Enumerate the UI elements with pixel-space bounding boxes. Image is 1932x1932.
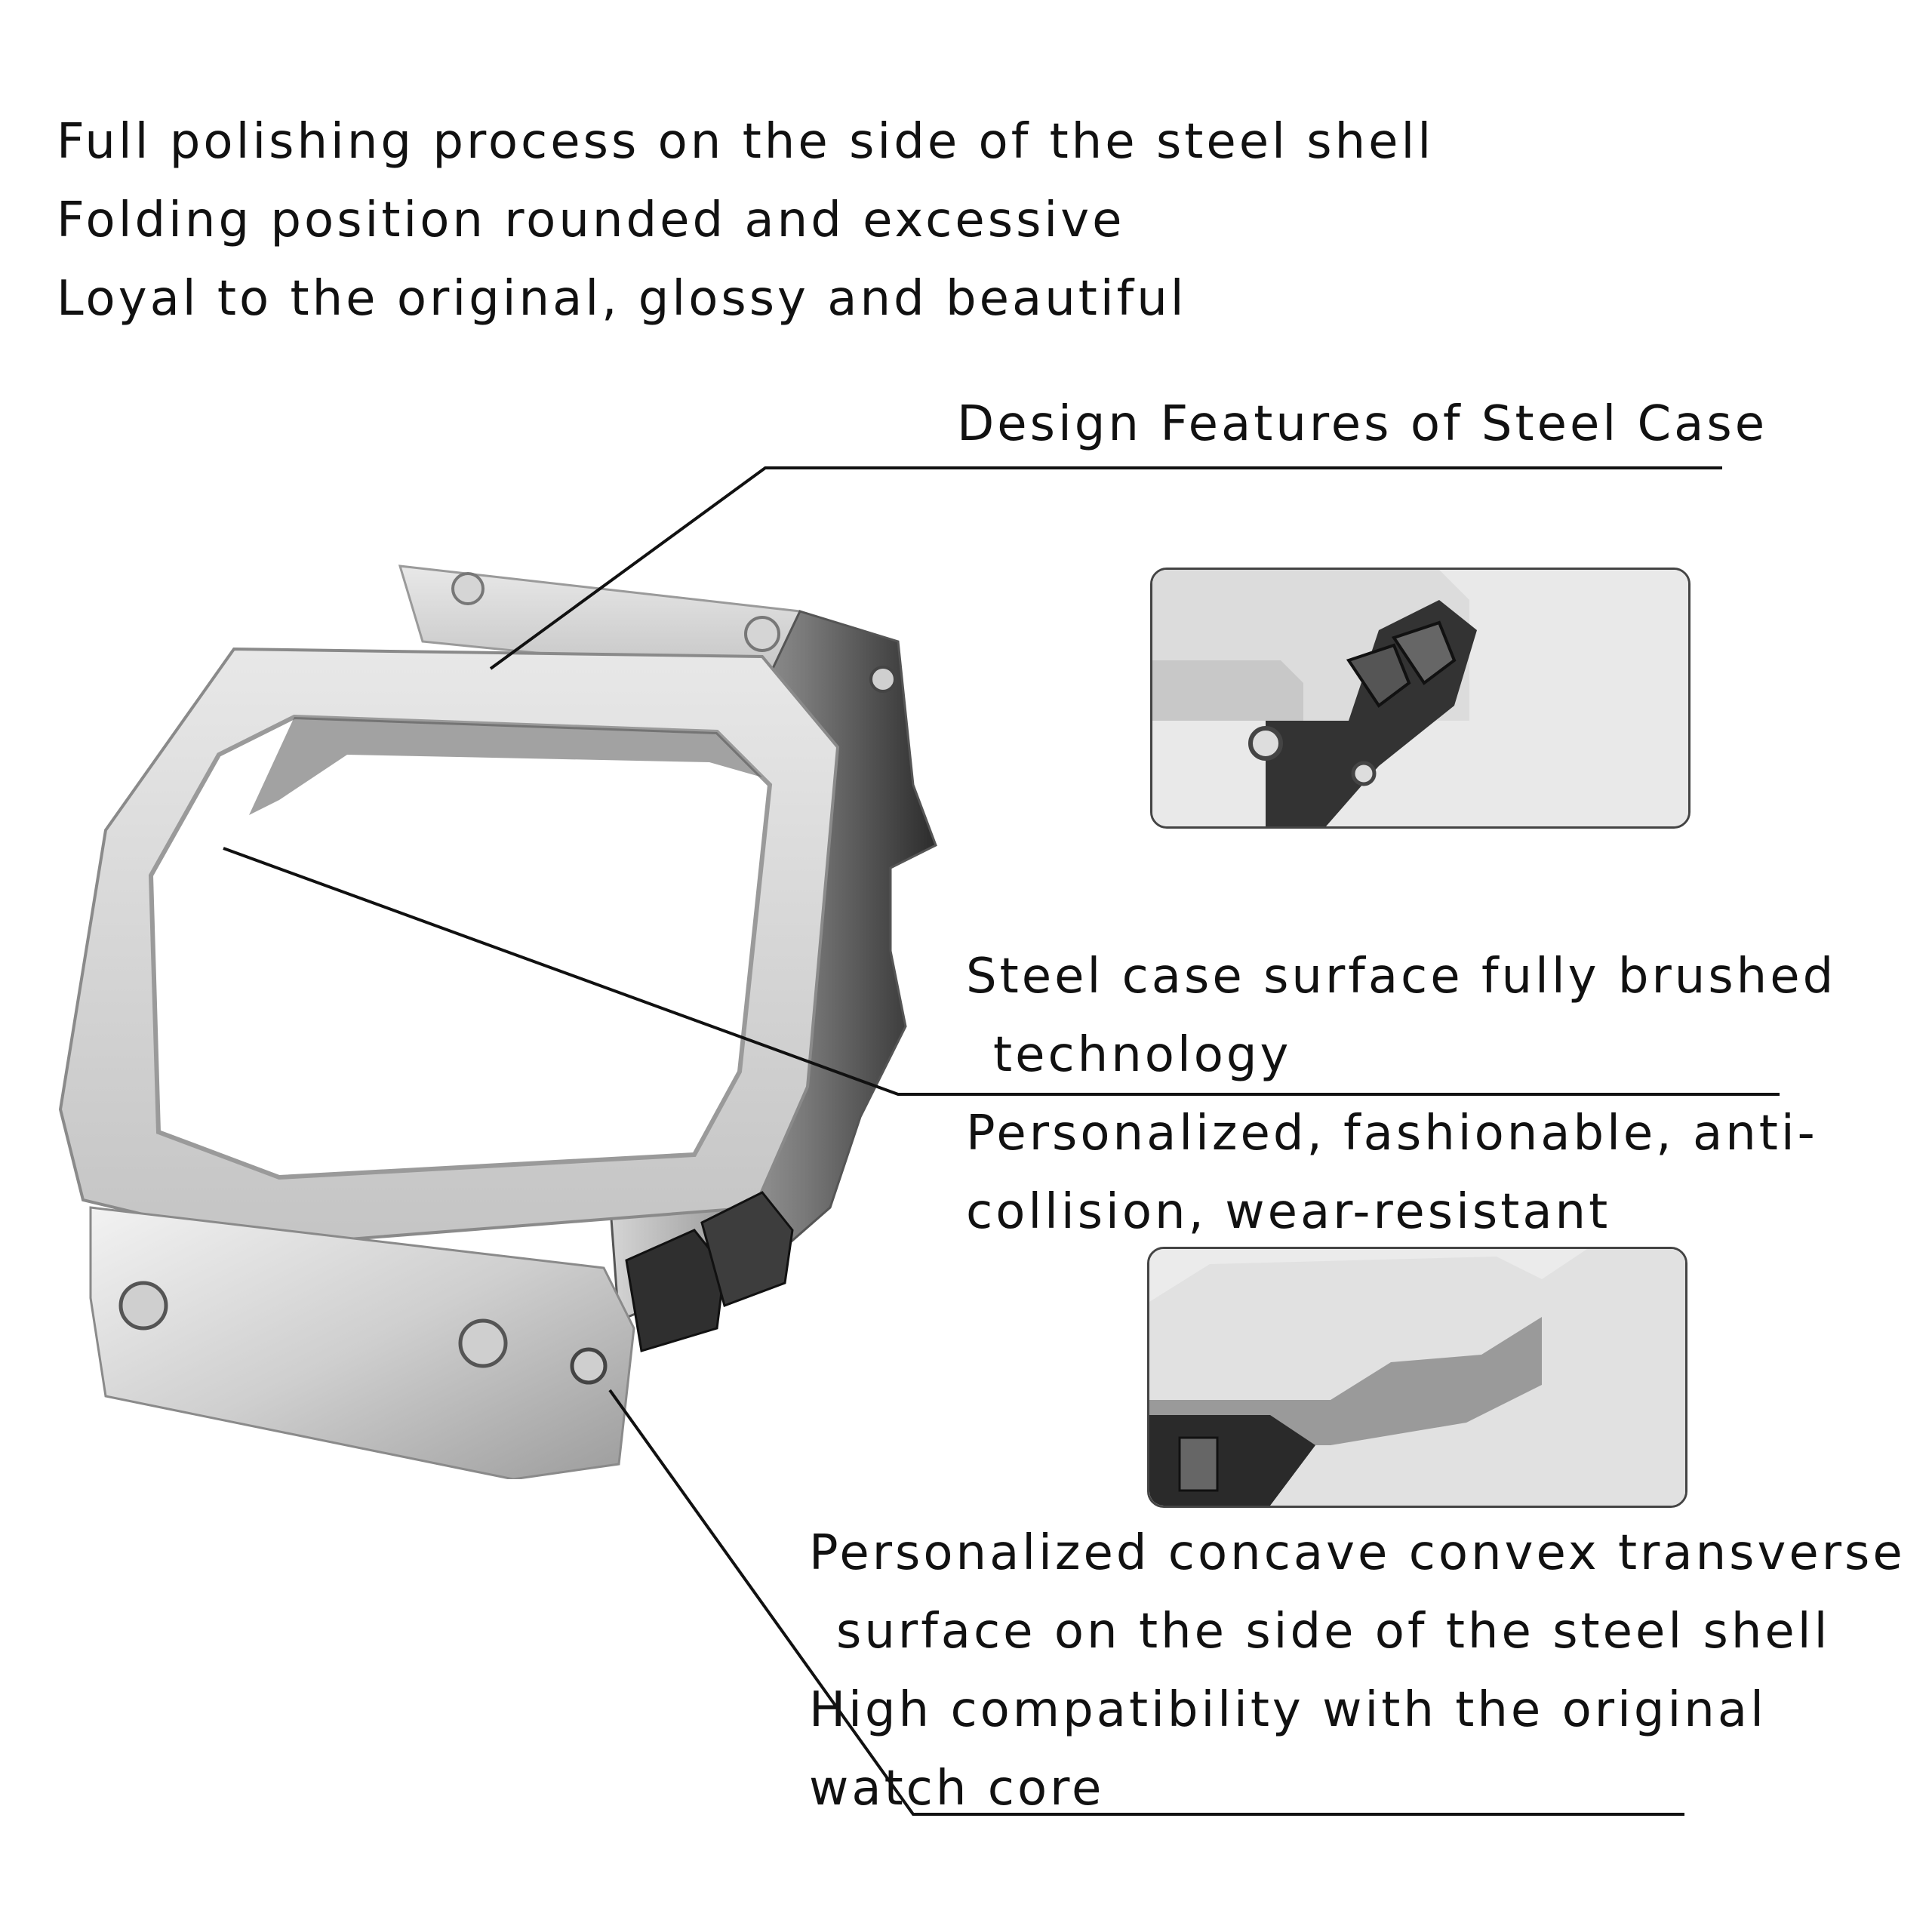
intro-line: Full polishing process on the side of th… xyxy=(57,114,1435,170)
detail-image-side xyxy=(1147,1247,1687,1508)
window-shadow xyxy=(249,717,762,815)
intro-text: Full polishing process on the side of th… xyxy=(57,103,1434,338)
hinge-block xyxy=(700,1191,794,1307)
screw-icon xyxy=(451,572,485,605)
screw-icon xyxy=(458,1318,508,1368)
bottom-lug-plate xyxy=(89,1206,635,1479)
brushed-feature-text: Steel case surface fully brushed technol… xyxy=(966,937,1836,1251)
feature-line: watch core xyxy=(809,1761,1105,1817)
feature-line: technology xyxy=(993,1027,1292,1083)
display-window xyxy=(148,714,773,1180)
feature-line: High compatibility with the original xyxy=(809,1682,1767,1738)
concave-feature-text: Personalized concave convex transverse s… xyxy=(809,1514,1906,1828)
feature-line: collision, wear-resistant xyxy=(966,1184,1611,1240)
feature-line: Personalized concave convex transverse xyxy=(809,1525,1906,1581)
screw-icon xyxy=(869,666,897,693)
design-features-heading: Design Features of Steel Case xyxy=(957,396,1768,452)
feature-line: surface on the side of the steel shell xyxy=(836,1604,1831,1660)
hinge-block xyxy=(625,1229,726,1352)
feature-line: Steel case surface fully brushed xyxy=(966,949,1837,1004)
detail-image-corner xyxy=(1150,568,1690,829)
screw-icon xyxy=(570,1347,608,1385)
screw-icon xyxy=(118,1281,168,1331)
steel-case-image xyxy=(58,565,937,1479)
intro-line: Folding position rounded and excessive xyxy=(57,192,1125,248)
intro-line: Loyal to the original, glossy and beauti… xyxy=(57,271,1187,327)
feature-line: Personalized, fashionable, anti- xyxy=(966,1106,1818,1161)
screw-icon xyxy=(744,616,780,652)
